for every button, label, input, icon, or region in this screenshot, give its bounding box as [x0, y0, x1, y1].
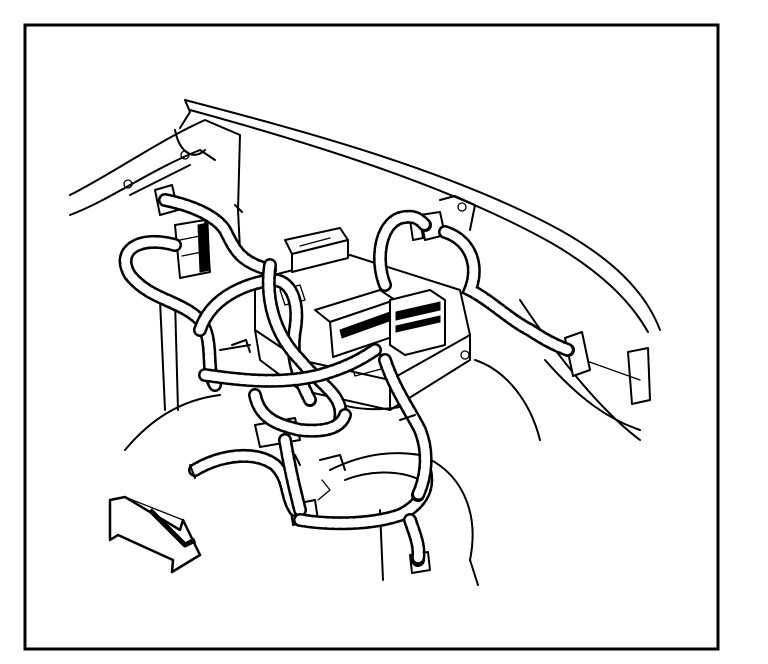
engine-control-module — [174, 219, 211, 279]
wiring-harness — [118, 193, 575, 567]
front-direction-arrow-icon — [108, 495, 202, 574]
harness-clips — [189, 204, 416, 501]
figure-border — [23, 23, 720, 651]
underhood-fuse-block — [254, 227, 471, 411]
